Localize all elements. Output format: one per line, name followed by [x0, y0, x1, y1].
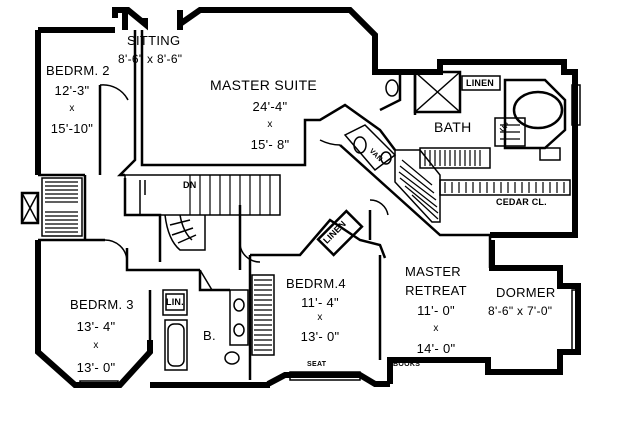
bedrm3-width: 13'- 4": [76, 319, 116, 334]
bedroom4-closet: [251, 274, 275, 356]
books-label: BOOKS: [393, 361, 421, 368]
dormer-name: DORMER: [496, 285, 556, 300]
master-suite-name: MASTER SUITE: [210, 77, 318, 93]
door-swings: [99, 84, 389, 291]
bedroom2-closet: [41, 177, 83, 237]
dormer-dims: 8'-6" x 7'-0": [488, 304, 553, 318]
bedrm2-x: x: [69, 103, 75, 114]
bedrm3-name: BEDRM. 3: [70, 297, 134, 312]
master-retreat-width: 11'- 0": [417, 303, 455, 318]
master-retreat-x: x: [433, 323, 439, 334]
bedrm3-x: x: [93, 340, 99, 351]
bedrm2-name: BEDRM. 2: [46, 63, 110, 78]
seat-label: SEAT: [307, 361, 327, 368]
master-suite-width: 24'-4": [252, 99, 288, 114]
master-suite-x: x: [267, 119, 273, 130]
bedrm4-length: 13'- 0": [300, 329, 340, 344]
lin-label: LIN.: [166, 297, 184, 307]
hall-bath-fixtures: [162, 289, 249, 371]
bath-fixtures: [343, 70, 567, 172]
bedrm4-width: 11'- 4": [301, 295, 339, 310]
interior-walls: [38, 30, 492, 380]
linen-top-label: LINEN: [466, 78, 494, 88]
small-bath-name: B.: [203, 328, 216, 343]
bedrm3-length: 13'- 0": [76, 360, 116, 375]
bath-name: BATH: [434, 119, 472, 135]
master-retreat-name-2: RETREAT: [405, 283, 467, 298]
staircase: [124, 174, 281, 251]
bedrm4-name: BEDRM.4: [286, 276, 346, 291]
cedar-closet-label: CEDAR CL.: [496, 197, 547, 207]
bedrm4-x: x: [317, 312, 323, 323]
master-retreat-length: 14'- 0": [416, 341, 456, 356]
master-suite-length: 15'- 8": [250, 137, 290, 152]
master-walkin-closet: [394, 147, 571, 223]
sitting-dims: 8'-6" x 8'-6": [118, 52, 183, 66]
linen-closets: [165, 209, 364, 311]
sitting-name: SITTING: [127, 33, 181, 48]
chimney: [20, 191, 40, 225]
windows: [79, 84, 581, 388]
master-retreat-name-1: MASTER: [405, 264, 461, 279]
bedrm2-length: 15'-10": [50, 121, 94, 136]
dn-label: DN: [183, 180, 197, 190]
bedrm2-width: 12'-3": [54, 83, 90, 98]
